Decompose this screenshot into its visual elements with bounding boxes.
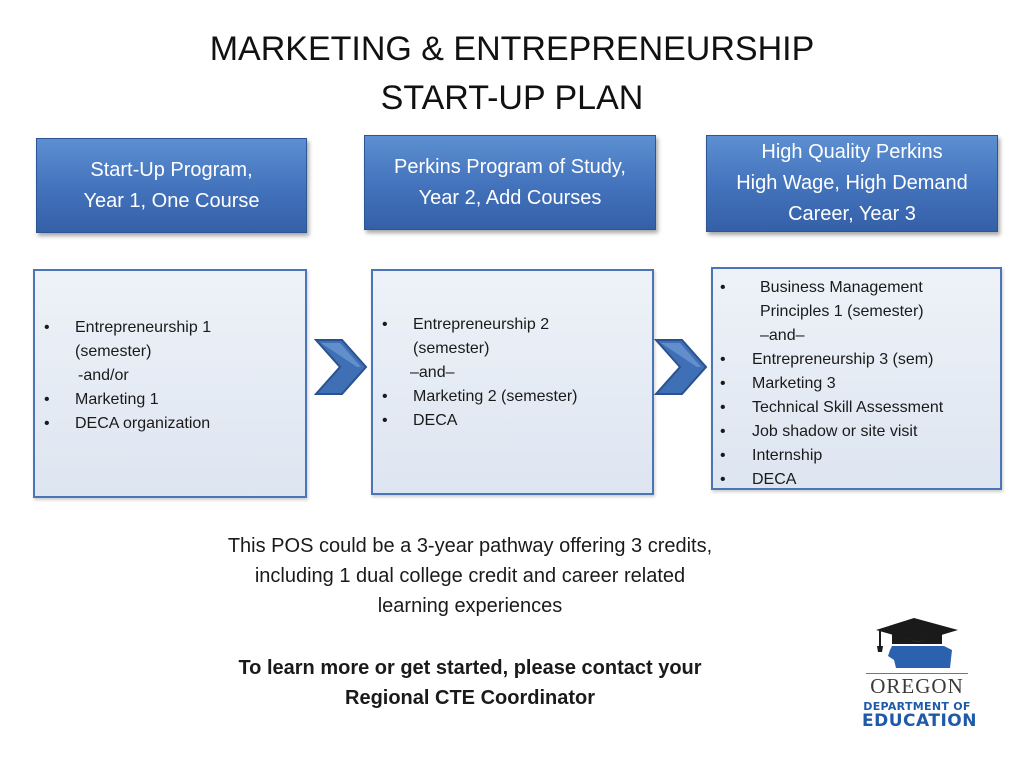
stage-2-header-line: Year 2, Add Courses [418,186,602,209]
logo-department-text: DEPARTMENT OF [863,700,971,713]
logo-education-text: EDUCATION [862,711,977,731]
course-item: DECA [752,471,797,488]
description-line: including 1 dual college credit and care… [254,565,686,587]
bullet-marker: • [720,447,726,464]
stage-2-header-line: Perkins Program of Study, [394,155,626,178]
page-title-line-1: MARKETING & ENTREPRENEURSHIP [209,30,815,68]
description-line: This POS could be a 3-year pathway offer… [227,535,713,557]
bullet-marker: • [44,415,50,432]
stage-3-header: High Quality Perkins High Wage, High Dem… [706,135,998,232]
course-item: Marketing 2 (semester) [413,388,578,405]
course-item: Marketing 1 [75,391,159,408]
bullet-marker: • [382,388,388,405]
connector-text: -and/or [78,367,129,384]
graduation-cap-oregon-icon [876,618,958,668]
bullet-marker: • [720,399,726,416]
logo-divider [866,673,968,674]
course-item-detail: (semester) [75,343,152,360]
contact-callout: To learn more or get started, please con… [150,653,790,713]
connector-text: –and– [410,364,455,381]
stage-1-course-box: • Entrepreneurship 1 (semester) -and/or … [33,269,307,498]
stage-1-header-line: Start-Up Program, [90,158,253,181]
course-item: Entrepreneurship 3 (sem) [752,351,934,368]
stage-3-header-line: High Wage, High Demand [736,172,968,194]
stage-1-header: Start-Up Program, Year 1, One Course [36,138,307,233]
course-item: Technical Skill Assessment [752,399,944,416]
stage-2-header: Perkins Program of Study, Year 2, Add Co… [364,135,656,230]
bullet-marker: • [720,423,726,440]
pathway-description: This POS could be a 3-year pathway offer… [150,531,790,621]
bullet-marker: • [720,375,726,392]
bullet-marker: • [382,316,388,333]
connector-text: –and– [760,327,805,344]
course-item: Entrepreneurship 1 [75,319,212,336]
logo-oregon-text: OREGON [870,674,964,698]
chevron-right-icon [313,339,368,395]
bullet-marker: • [44,319,50,336]
course-item: DECA [413,412,458,429]
course-item: Business Management [760,279,923,296]
course-item: Internship [752,447,823,464]
course-item-detail: Principles 1 (semester) [760,303,924,320]
stage-3-course-box: • Business Management Principles 1 (seme… [711,267,1002,490]
oregon-department-of-education-logo: OREGON DEPARTMENT OF EDUCATION [862,616,977,736]
stage-2-course-box: • Entrepreneurship 2 (semester) –and– • … [371,269,654,495]
bullet-marker: • [720,351,726,368]
chevron-right-icon [653,339,708,395]
bullet-marker: • [382,412,388,429]
bullet-marker: • [720,279,726,296]
description-line: learning experiences [377,595,563,617]
stage-1-header-line: Year 1, One Course [83,189,260,212]
course-item: Marketing 3 [752,375,836,392]
contact-line: Regional CTE Coordinator [345,687,595,709]
stage-3-header-line: Career, Year 3 [788,203,916,225]
bullet-marker: • [44,391,50,408]
course-item: Entrepreneurship 2 [413,316,550,333]
course-item: Job shadow or site visit [752,423,918,440]
contact-line: To learn more or get started, please con… [238,657,702,679]
bullet-marker: • [720,471,726,488]
course-item-detail: (semester) [413,340,490,357]
course-item: DECA organization [75,415,211,432]
stage-3-header-line: High Quality Perkins [761,141,943,163]
page-title-line-2: START-UP PLAN [380,79,644,117]
